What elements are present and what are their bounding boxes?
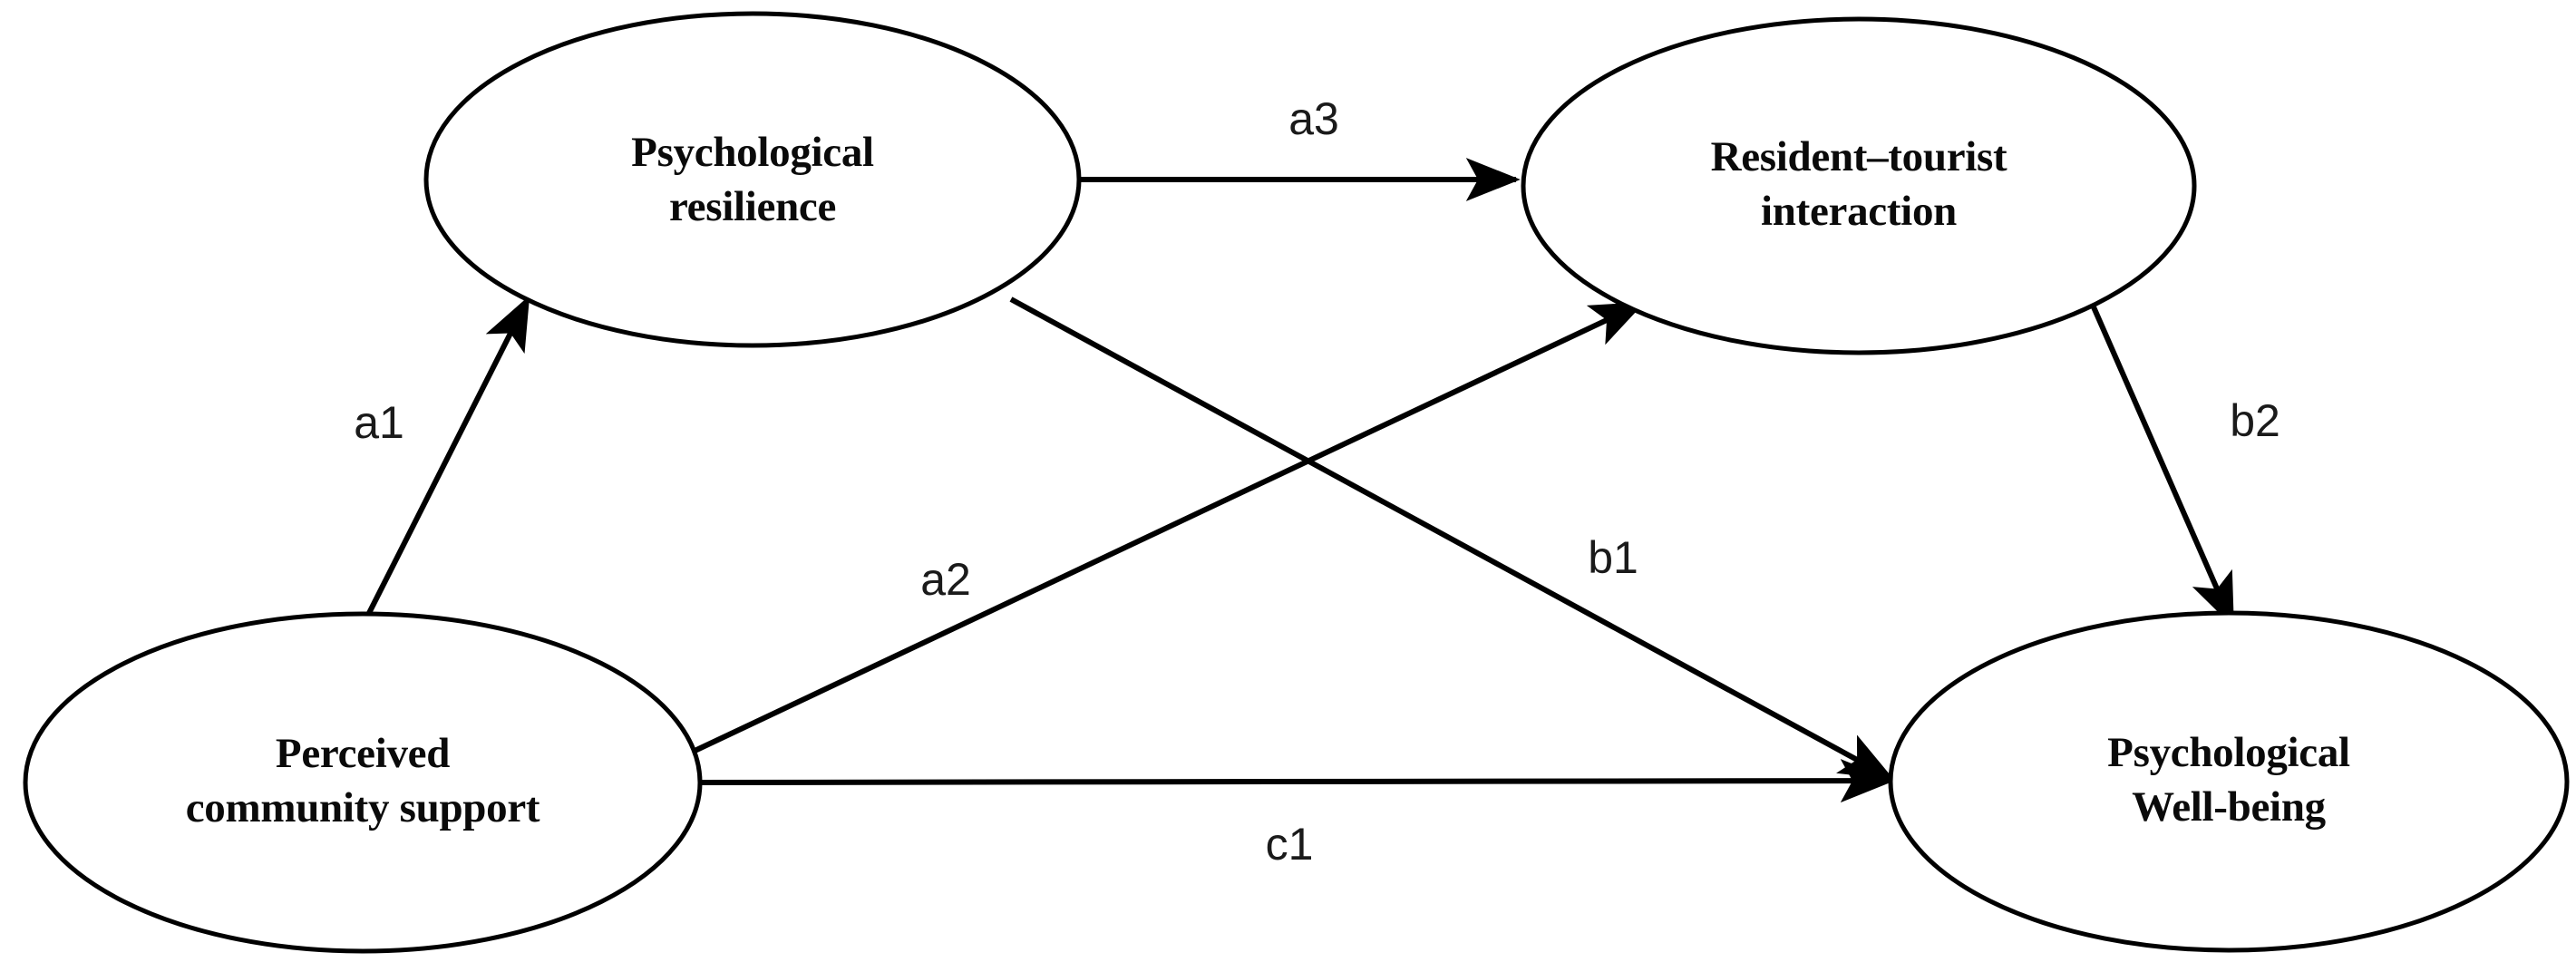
node-psychological-well-being-shape: [1888, 610, 2570, 953]
path-labels-group: a1 a2 a3 b1 b2 c1: [354, 93, 2280, 870]
path-label-b2: b2: [2230, 395, 2280, 446]
node-perceived-community-support[interactable]: Perceived community support: [23, 611, 703, 954]
node-psychological-well-being-label-line-1: Psychological: [2107, 729, 2350, 776]
edge-b1-line: [1009, 296, 1895, 781]
node-resident-tourist-interaction[interactable]: Resident–tourist interaction: [1521, 16, 2197, 355]
node-psychological-resilience-label-line-1: Psychological: [631, 129, 874, 176]
edges-group: [360, 158, 2235, 803]
node-psychological-resilience-label-line-2: resilience: [669, 183, 836, 230]
node-psychological-resilience[interactable]: Psychological resilience: [423, 11, 1082, 348]
edge-b2-line: [2085, 293, 2235, 628]
node-resident-tourist-interaction-label-line-2: interaction: [1761, 188, 1957, 235]
path-label-b1: b1: [1588, 532, 1638, 583]
node-psychological-well-being[interactable]: Psychological Well-being: [1888, 610, 2570, 953]
edge-c1-line: [699, 759, 1895, 803]
path-label-a2: a2: [920, 554, 971, 605]
node-perceived-community-support-label-line-1: Perceived: [276, 730, 450, 777]
node-resident-tourist-interaction-shape: [1521, 16, 2197, 355]
path-label-a1: a1: [354, 397, 404, 448]
path-label-c1: c1: [1266, 819, 1314, 870]
node-resident-tourist-interaction-label-line-1: Resident–tourist: [1711, 133, 2007, 180]
node-perceived-community-support-label-line-2: community support: [186, 784, 540, 831]
node-psychological-well-being-label-line-2: Well-being: [2132, 783, 2327, 831]
edge-a1-line: [360, 295, 530, 627]
node-psychological-resilience-shape: [423, 11, 1082, 348]
node-perceived-community-support-shape: [23, 611, 703, 954]
edge-a2-line: [689, 301, 1646, 755]
nodes-group: Psychological resilience Resident–touris…: [23, 11, 2570, 954]
path-label-a3: a3: [1288, 93, 1339, 144]
